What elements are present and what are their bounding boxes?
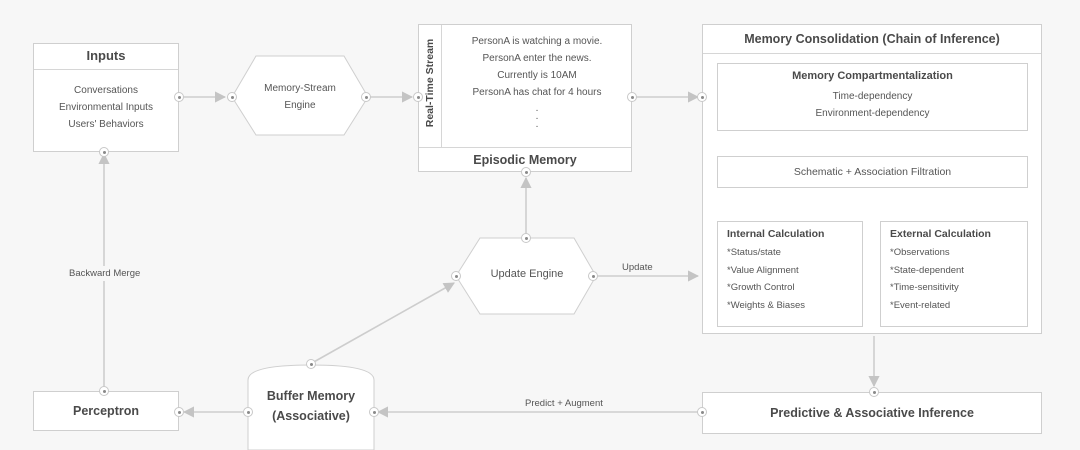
- connector-dot: [369, 407, 379, 417]
- memory-stream-line1: Memory-Stream: [264, 83, 336, 94]
- realtime-line: PersonA enter the news.: [482, 53, 592, 64]
- perceptron-box: Perceptron: [33, 391, 179, 431]
- connector-dot: [243, 407, 253, 417]
- compartment-box: Memory Compartmentalization Time-depende…: [717, 63, 1028, 131]
- buffer-line2: (Associative): [272, 409, 350, 423]
- connector-dot: [306, 359, 316, 369]
- connector-dot: [227, 92, 237, 102]
- connector-dot: [99, 386, 109, 396]
- realtime-side-bar: Real-Time Stream: [419, 25, 442, 147]
- connector-dot: [174, 407, 184, 417]
- external-calc-title: External Calculation: [890, 228, 991, 240]
- connector-dot: [697, 407, 707, 417]
- connector-dot: [697, 92, 707, 102]
- realtime-stream-box: Real-Time Stream PersonA is watching a m…: [418, 24, 632, 172]
- filtration-box: Schematic + Association Filtration: [717, 156, 1028, 188]
- internal-calc-item: *Weights & Biases: [727, 299, 805, 311]
- internal-calc-item: *Growth Control: [727, 282, 795, 293]
- buffer-cylinder: [247, 364, 375, 450]
- predict-augment-label: Predict + Augment: [525, 398, 603, 409]
- compartment-item: Time-dependency: [832, 91, 913, 102]
- realtime-line: Currently is 10AM: [497, 70, 577, 81]
- realtime-side-label: Real-Time Stream: [424, 38, 436, 128]
- inputs-item: Environmental Inputs: [59, 102, 153, 113]
- external-calc-item: *State-dependent: [890, 264, 964, 276]
- predictive-label: Predictive & Associative Inference: [770, 406, 974, 420]
- consolidation-box: Memory Consolidation (Chain of Inference…: [702, 24, 1042, 334]
- consolidation-title: Memory Consolidation (Chain of Inference…: [703, 25, 1041, 54]
- memory-stream-line2: Engine: [284, 100, 316, 111]
- connector-dot: [174, 92, 184, 102]
- perceptron-label: Perceptron: [73, 404, 139, 418]
- internal-calc-title: Internal Calculation: [727, 228, 825, 240]
- inputs-title: Inputs: [34, 44, 178, 70]
- external-calc-item: *Event-related: [890, 299, 951, 311]
- external-calc-box: External Calculation *Observations *Stat…: [880, 221, 1028, 327]
- connector-dot: [627, 92, 637, 102]
- connector-dot: [413, 92, 423, 102]
- connector-dot: [99, 147, 109, 157]
- backward-merge-label: Backward Merge: [66, 266, 144, 281]
- external-calc-item: *Time-sensitivity: [890, 282, 959, 293]
- internal-calc-box: Internal Calculation *Status/state *Valu…: [717, 221, 863, 327]
- internal-calc-item: *Status/state: [727, 247, 781, 258]
- edge-buffer-to-update: [311, 282, 455, 364]
- connector-dot: [361, 92, 371, 102]
- memory-stream-label: Memory-Stream Engine: [256, 80, 344, 114]
- buffer-line1: Buffer Memory: [266, 389, 356, 403]
- internal-calc-item: *Value Alignment: [727, 264, 799, 276]
- inputs-item: Conversations: [74, 85, 138, 96]
- filtration-label: Schematic + Association Filtration: [793, 166, 952, 178]
- episodic-memory-label: Episodic Memory: [419, 147, 631, 172]
- inputs-item: Users' Behaviors: [68, 119, 144, 130]
- connector-dot: [588, 271, 598, 281]
- connector-dot: [521, 233, 531, 243]
- connector-dot: [869, 387, 879, 397]
- connector-dot: [451, 271, 461, 281]
- realtime-line: PersonA has chat for 4 hours: [472, 87, 602, 98]
- external-calc-item: *Observations: [890, 247, 950, 258]
- inputs-box: Inputs Conversations Environmental Input…: [33, 43, 179, 152]
- update-edge-label: Update: [622, 262, 653, 273]
- realtime-line: PersonA is watching a movie.: [471, 36, 603, 47]
- predictive-box: Predictive & Associative Inference: [702, 392, 1042, 434]
- realtime-lines: PersonA is watching a movie. PersonA ent…: [441, 33, 633, 130]
- buffer-memory-label: Buffer Memory (Associative): [248, 386, 374, 426]
- compartment-item: Environment-dependency: [815, 108, 930, 119]
- realtime-ellipsis: . . .: [535, 103, 539, 130]
- connector-dot: [521, 167, 531, 177]
- compartment-title: Memory Compartmentalization: [792, 70, 953, 82]
- update-engine-label: Update Engine: [490, 268, 564, 280]
